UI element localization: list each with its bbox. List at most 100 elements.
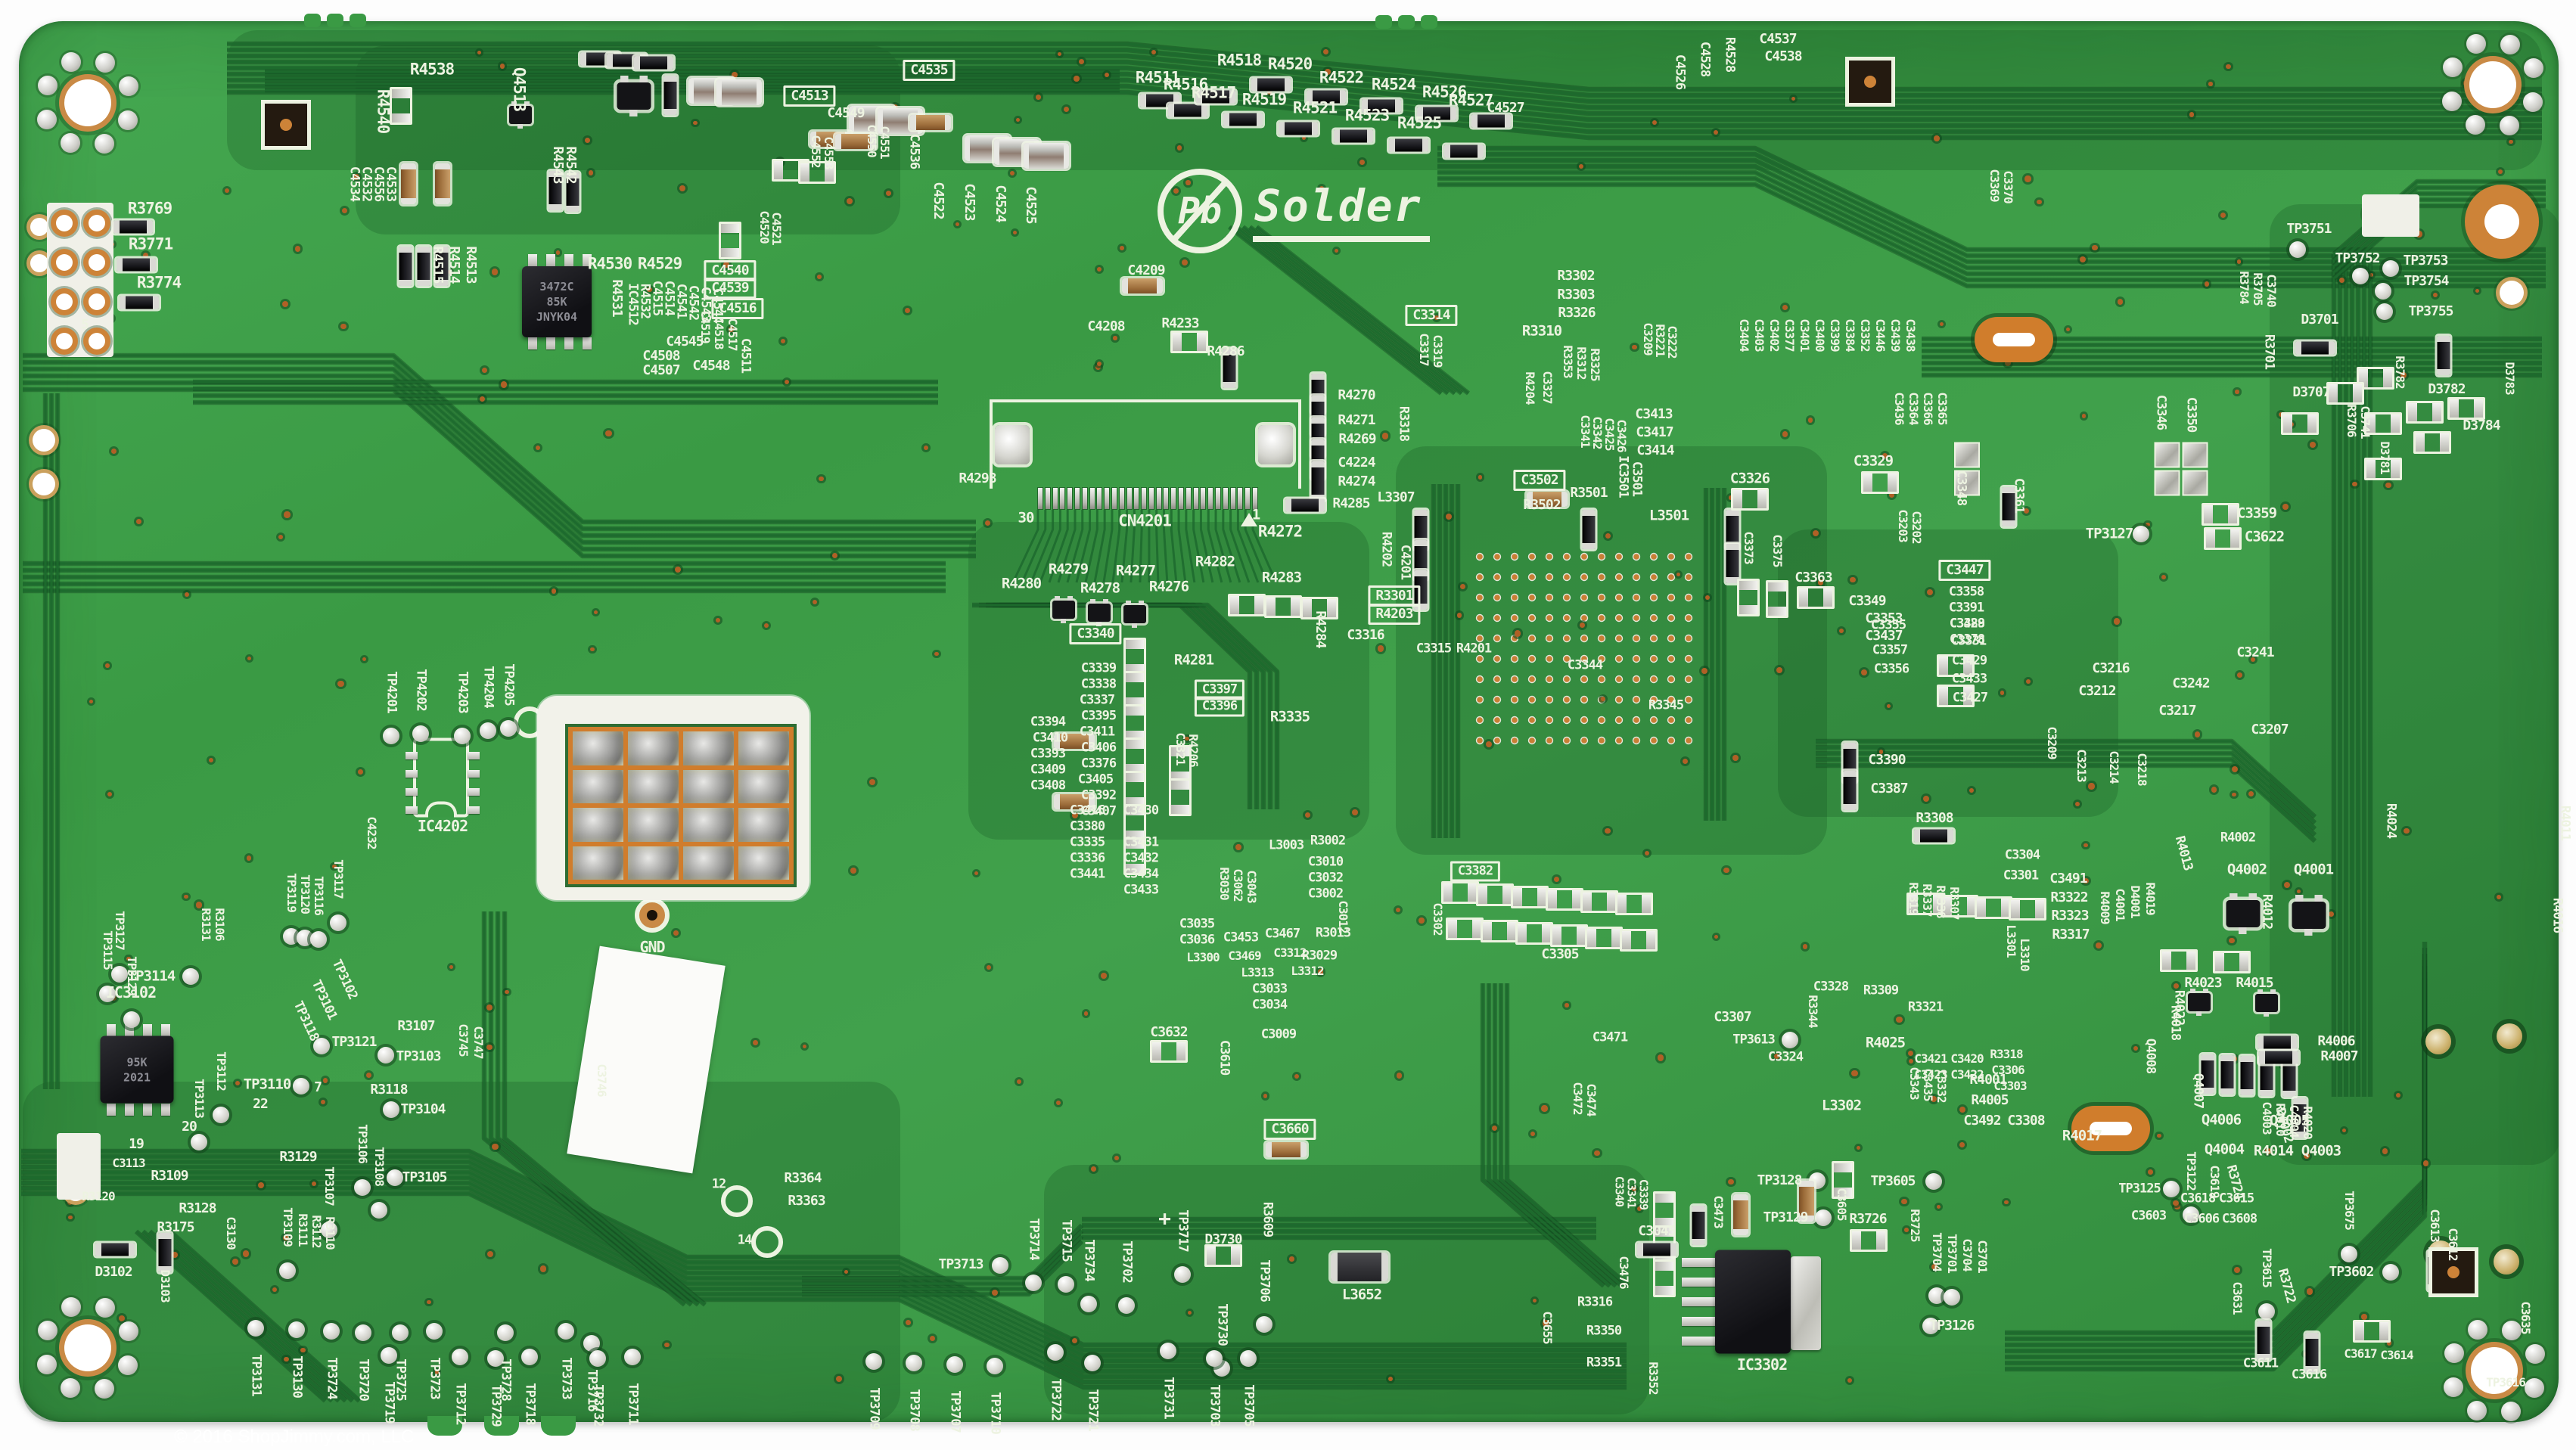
- via: [499, 64, 505, 69]
- silkscreen-label: C3474: [1584, 1083, 1599, 1116]
- via: [693, 120, 698, 126]
- via: [362, 657, 366, 662]
- mount-via: [2442, 91, 2463, 111]
- silkscreen-label: 20: [182, 1119, 197, 1135]
- via: [2395, 1092, 2400, 1098]
- chip-resistor: [1168, 104, 1207, 117]
- via: [2386, 1340, 2391, 1346]
- mount-via: [2500, 34, 2520, 54]
- transistor-sot23: [2188, 989, 2211, 1016]
- test-point-pad: [99, 986, 116, 1002]
- gold-via: [2425, 1029, 2451, 1054]
- smd-pad-pair: [1123, 737, 1146, 775]
- test-point-pad: [1174, 1266, 1191, 1283]
- test-point-pad: [426, 1323, 443, 1340]
- via: [974, 871, 979, 875]
- silkscreen-label: TP3114: [127, 967, 176, 985]
- silkscreen-label: R4233: [1161, 315, 1199, 331]
- silkscreen-label: TP3121: [331, 1034, 377, 1050]
- test-point-pad: [2382, 260, 2399, 277]
- test-point-pad: [279, 1262, 296, 1279]
- via: [1387, 1376, 1394, 1382]
- silkscreen-label: C3393: [1030, 746, 1066, 762]
- via: [2037, 199, 2042, 204]
- via: [1397, 1073, 1403, 1079]
- via: [1486, 741, 1493, 748]
- via: [1705, 595, 1711, 600]
- cn4201-pin: [1156, 488, 1161, 509]
- smd-pad-pair: [1766, 580, 1788, 618]
- via: [353, 173, 360, 180]
- silkscreen-label: TP3730: [1214, 1303, 1230, 1346]
- silkscreen-label: Q4004: [2204, 1141, 2245, 1158]
- silkscreen-label: C3376: [1080, 756, 1117, 772]
- silkscreen-label: C3339: [1636, 1178, 1651, 1210]
- via: [1933, 135, 1940, 141]
- ic-pad: [468, 806, 480, 814]
- via: [1302, 135, 1307, 141]
- chip-resistor: [1311, 461, 1325, 501]
- via: [906, 1320, 912, 1326]
- via: [118, 1315, 125, 1322]
- test-point-pad: [583, 1335, 600, 1352]
- via: [231, 1259, 238, 1265]
- via: [2385, 482, 2391, 488]
- cn4201-pin: [1089, 488, 1095, 509]
- silkscreen-label: TP3616: [2486, 1375, 2526, 1389]
- via: [780, 338, 785, 343]
- silkscreen-label: C3035: [1179, 916, 1215, 932]
- via: [2310, 442, 2317, 448]
- silkscreen-label: C3306: [1991, 1063, 2024, 1077]
- silkscreen-label: C3395: [1080, 708, 1117, 724]
- via: [1188, 1310, 1192, 1315]
- test-point-pad: [2183, 1206, 2199, 1223]
- silkscreen-label: R3013: [1315, 925, 1351, 941]
- test-point-pad: [392, 1324, 409, 1341]
- silkscreen-label: C3423: [1914, 1067, 1947, 1082]
- via: [2211, 787, 2217, 793]
- mount-via: [2501, 1320, 2522, 1340]
- via: [1594, 1150, 1600, 1156]
- gold-via: [2494, 1249, 2519, 1275]
- mount-via: [61, 133, 81, 154]
- via: [2194, 731, 2201, 737]
- silkscreen-label: TP3720: [356, 1358, 371, 1401]
- silkscreen-label: TP3113: [192, 1079, 207, 1118]
- silkscreen-label: C3745: [456, 1023, 471, 1057]
- silkscreen-label: C3430: [1123, 803, 1159, 818]
- silkscreen-label: C3431: [1123, 834, 1159, 850]
- via: [2404, 828, 2410, 834]
- test-point-pad: [946, 1356, 963, 1373]
- silkscreen-label: R4202: [1378, 531, 1394, 567]
- silkscreen-label: C3631: [2230, 1281, 2245, 1315]
- via: [2026, 678, 2031, 684]
- silkscreen-label: C3350: [2183, 396, 2199, 433]
- smd-capacitor: [1024, 143, 1069, 169]
- ic-lead: [1682, 1337, 1717, 1346]
- silkscreen-label: Q4008: [2143, 1038, 2158, 1074]
- via: [1104, 72, 1109, 78]
- silkscreen-label: R3321: [1907, 999, 1944, 1015]
- aux-hole-box: [57, 1133, 101, 1200]
- smd-pad-pair: [1123, 704, 1146, 742]
- via: [278, 534, 283, 539]
- ic-pad: [406, 751, 418, 759]
- chip-resistor: [1471, 114, 1511, 128]
- silkscreen-label: R4277: [1115, 562, 1156, 579]
- via: [246, 855, 252, 861]
- test-point-pad: [2133, 526, 2149, 542]
- silkscreen-label: R4204: [1523, 371, 1537, 405]
- via: [434, 1370, 440, 1374]
- test-point-pad: [1084, 1355, 1101, 1371]
- silkscreen-label: L3301: [2004, 924, 2018, 958]
- cn4201-pin: [1067, 488, 1073, 509]
- silkscreen-label: TP3128: [1757, 1172, 1802, 1188]
- silkscreen-label: TP3718: [522, 1383, 538, 1425]
- transistor-sot23: [617, 76, 651, 116]
- silkscreen-label: TP3724: [324, 1357, 340, 1399]
- via: [1936, 1204, 1941, 1209]
- ic-pad: [406, 769, 418, 778]
- via: [802, 1045, 807, 1049]
- silkscreen-label: R4011: [2557, 805, 2573, 841]
- small-hole: [33, 473, 55, 495]
